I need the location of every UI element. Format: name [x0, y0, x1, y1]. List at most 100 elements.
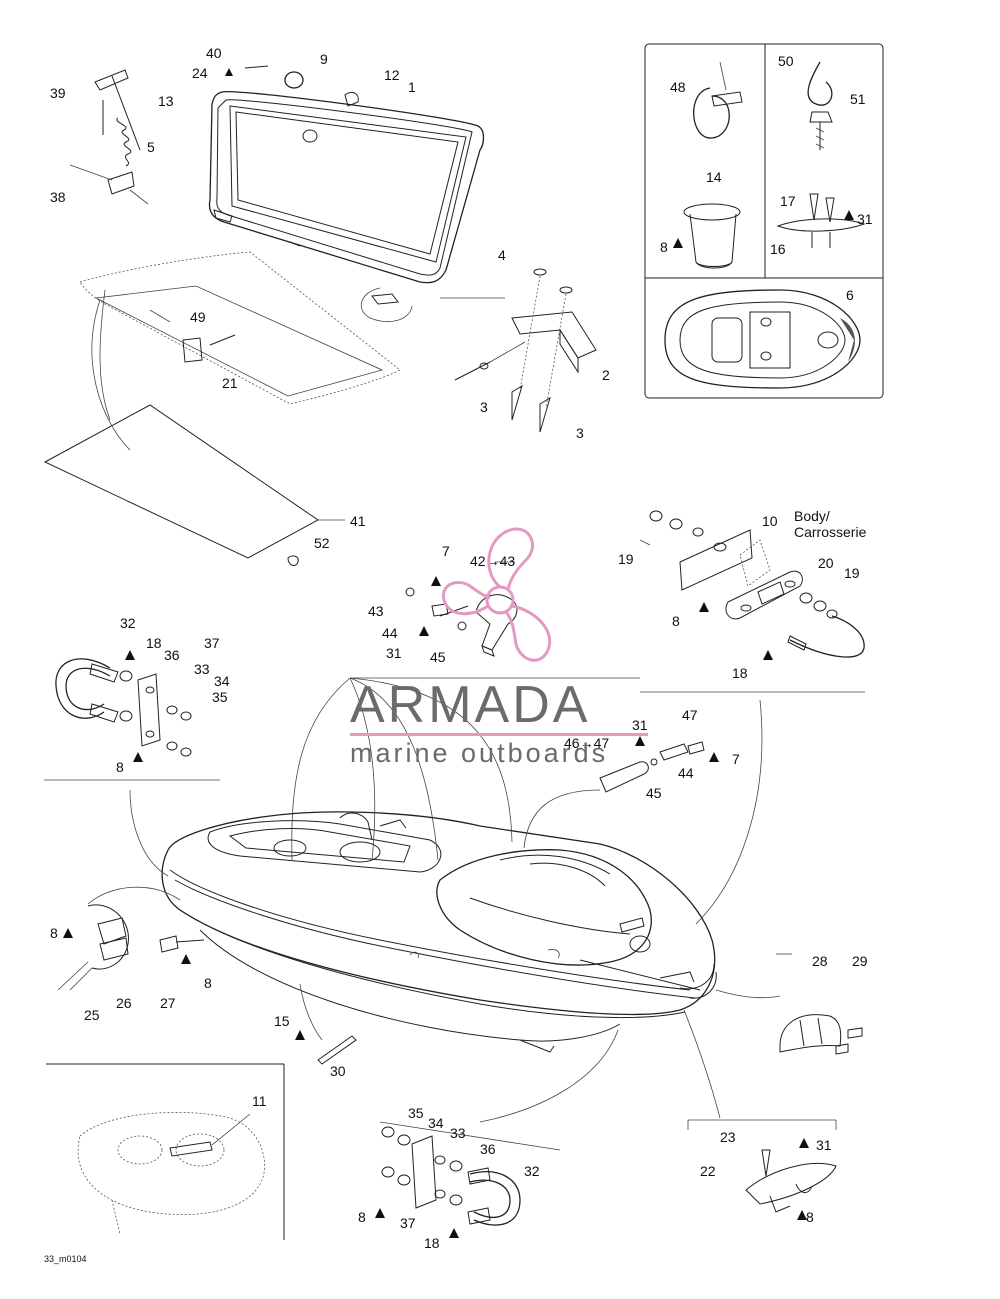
watermark-bar	[350, 733, 648, 736]
part-label-33a: 33	[194, 661, 210, 677]
part-label-2: 2	[602, 367, 610, 383]
hatch-frame-assembly	[69, 65, 505, 322]
part-label-26: 26	[116, 995, 132, 1011]
rod	[317, 1035, 357, 1065]
part-label-27: 27	[160, 995, 176, 1011]
part-label-15: 15	[274, 1013, 290, 1029]
part-label-46-47: 46→47	[564, 735, 609, 751]
part-label-5: 5	[147, 139, 155, 155]
part-label-8c: 8	[116, 759, 124, 775]
side-handle-assembly	[599, 691, 865, 793]
part-label-32b: 32	[524, 1163, 540, 1179]
part-label-6: 6	[846, 287, 854, 303]
part-label-30: 30	[330, 1063, 346, 1079]
part-label-35a: 35	[212, 689, 228, 705]
part-label-25: 25	[84, 1007, 100, 1023]
part-label-37a: 37	[204, 635, 220, 651]
rear-bracket-assembly	[57, 904, 205, 991]
part-label-18c: 18	[424, 1235, 440, 1251]
part-label-48: 48	[670, 79, 686, 95]
part-label-18b: 18	[146, 635, 162, 651]
part-label-11: 11	[252, 1093, 267, 1109]
part-label-3b: 3	[576, 425, 584, 441]
part-label-44a: 44	[382, 625, 398, 641]
part-label-8a: 8	[660, 239, 668, 255]
part-label-17: 17	[780, 193, 796, 209]
part-label-50: 50	[778, 53, 794, 69]
part-label-49: 49	[190, 309, 206, 325]
part-label-52: 52	[314, 535, 330, 551]
part-label-31a: 31	[857, 211, 873, 227]
part-label-13: 13	[158, 93, 174, 109]
part-label-4: 4	[498, 247, 506, 263]
storage-bin-outline	[79, 251, 401, 421]
part-label-8g: 8	[806, 1209, 814, 1225]
grab-handle-assembly	[44, 658, 220, 781]
part-label-10: 10	[762, 513, 778, 529]
part-label-35b: 35	[408, 1105, 424, 1121]
part-label-21: 21	[222, 375, 238, 391]
part-label-31c: 31	[632, 717, 648, 733]
nuts	[63, 68, 854, 1238]
part-label-40: 40	[206, 45, 222, 61]
watermark: ARMADA marine outboards	[350, 527, 648, 768]
part-label-38: 38	[50, 189, 66, 205]
part-label-34b: 34	[428, 1115, 444, 1131]
inset-dashboard-view	[46, 1063, 285, 1240]
part-label-8d: 8	[50, 925, 58, 941]
part-label-51: 51	[850, 91, 866, 107]
watermark-subtitle: marine outboards	[350, 738, 608, 768]
part-number-labels: 40 9 24 12 1 13 39 5 38 4 2 3 3 49 21 41…	[44, 45, 873, 1264]
part-label-34a: 34	[214, 673, 230, 689]
part-label-16: 16	[770, 241, 786, 257]
part-label-19b: 19	[844, 565, 860, 581]
part-label-8b: 8	[672, 613, 680, 629]
part-label-1: 1	[408, 79, 416, 95]
part-label-3a: 3	[480, 399, 488, 415]
part-label-32a: 32	[120, 615, 136, 631]
part-label-36a: 36	[164, 647, 180, 663]
part-label-42-43: 42→43	[470, 553, 515, 569]
part-label-36b: 36	[480, 1141, 496, 1157]
part-label-37b: 37	[400, 1215, 416, 1231]
part-label-18a: 18	[732, 665, 748, 681]
part-label-7b: 7	[732, 751, 740, 767]
tow-eye-plate-assembly	[639, 510, 865, 658]
body-callout-line1: Body/	[794, 508, 830, 524]
part-label-20: 20	[818, 555, 834, 571]
part-label-8e: 8	[204, 975, 212, 991]
accessories-inset	[644, 43, 884, 399]
part-label-14: 14	[706, 169, 722, 185]
part-label-19a: 19	[618, 551, 634, 567]
propeller-logo-icon	[441, 527, 552, 662]
part-label-28: 28	[812, 953, 828, 969]
part-label-45a: 45	[430, 649, 446, 665]
part-label-41: 41	[350, 513, 366, 529]
part-label-33b: 33	[450, 1125, 466, 1141]
part-label-44b: 44	[678, 765, 694, 781]
part-label-9: 9	[320, 51, 328, 67]
part-label-39: 39	[50, 85, 66, 101]
part-label-23: 23	[720, 1129, 736, 1145]
watermark-title: ARMADA	[350, 676, 590, 734]
part-label-12: 12	[384, 67, 400, 83]
part-label-31d: 31	[816, 1137, 832, 1153]
lever-assembly	[405, 561, 518, 657]
part-label-47: 47	[682, 707, 698, 723]
part-label-29: 29	[852, 953, 868, 969]
boat-hull	[161, 811, 717, 1053]
part-label-31b: 31	[386, 645, 402, 661]
part-label-22: 22	[700, 1163, 716, 1179]
part-label-43: 43	[368, 603, 384, 619]
part-label-7a: 7	[442, 543, 450, 559]
stern-cover-assembly	[776, 953, 863, 1055]
stern-cleat-assembly	[687, 1119, 837, 1213]
diagram-code: 33_m0104	[44, 1254, 87, 1264]
lower-grab-handle-assembly	[379, 1121, 561, 1226]
part-label-8f: 8	[358, 1209, 366, 1225]
body-callout-line2: Carrosserie	[794, 524, 867, 540]
part-label-24: 24	[192, 65, 208, 81]
part-label-45b: 45	[646, 785, 662, 801]
